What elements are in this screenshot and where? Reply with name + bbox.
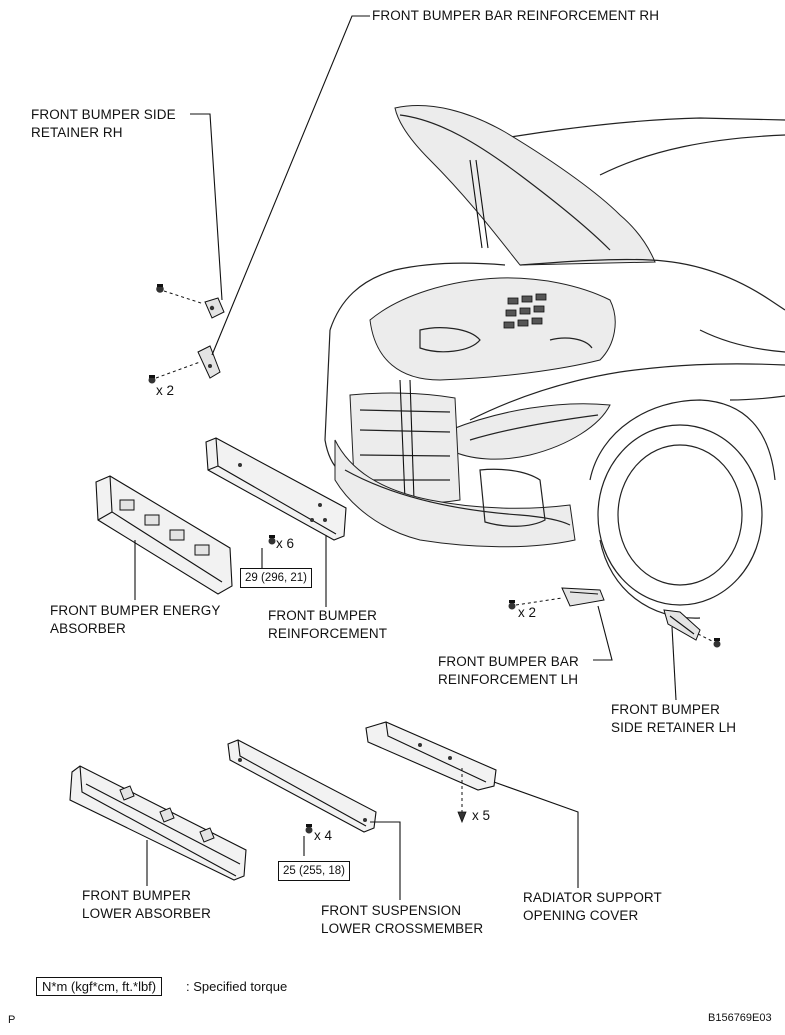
label-energy-absorber-line2: ABSORBER xyxy=(50,621,126,636)
lower-crossmember-part xyxy=(227,739,377,833)
page-marker: P xyxy=(8,1014,16,1026)
side-retainer-lh-part xyxy=(663,609,701,641)
bar-reinforcement-lh-part xyxy=(561,587,605,607)
quantity-reinforcement-bolts: x 6 xyxy=(276,536,295,551)
front-bumper-reinforcement-part xyxy=(205,437,347,541)
bolt-icon xyxy=(713,638,721,648)
label-crossmember-line2: LOWER CROSSMEMBER xyxy=(321,921,484,936)
label-side-retainer-lh-line1: FRONT BUMPER xyxy=(611,702,720,717)
label-reinforcement-line1: FRONT BUMPER xyxy=(268,608,377,623)
label-radiator-cover-line1: RADIATOR SUPPORT xyxy=(523,890,662,905)
bar-reinforcement-rh-part xyxy=(197,345,221,379)
label-side-retainer-rh-line2: RETAINER RH xyxy=(31,125,123,140)
bolt-icon xyxy=(305,824,313,834)
radiator-cover-part xyxy=(365,721,497,791)
torque-reinforcement: 29 (296, 21) xyxy=(240,568,313,588)
bolt-icon xyxy=(508,600,516,610)
label-bar-reinforcement-lh-line2: REINFORCEMENT LH xyxy=(438,672,579,687)
label-reinforcement-line2: REINFORCEMENT xyxy=(268,626,388,641)
label-radiator-cover-line2: OPENING COVER xyxy=(523,908,639,923)
label-bar-reinforcement-lh-line1: FRONT BUMPER BAR xyxy=(438,654,579,669)
lower-absorber-part xyxy=(69,765,247,881)
energy-absorber-part xyxy=(95,475,233,595)
label-lower-absorber-line2: LOWER ABSORBER xyxy=(82,906,211,921)
label-lower-absorber-line1: FRONT BUMPER xyxy=(82,888,191,903)
vehicle-front-illustration xyxy=(324,105,785,619)
legend-torque-units: N*m (kgf*cm, ft.*lbf) xyxy=(36,977,163,996)
torque-crossmember: 25 (255, 18) xyxy=(278,861,351,881)
bolt-icon xyxy=(156,284,164,293)
quantity-lh-bolts: x 2 xyxy=(518,605,537,620)
quantity-rh-bolts: x 2 xyxy=(156,383,175,398)
label-side-retainer-rh-line1: FRONT BUMPER SIDE xyxy=(31,107,176,122)
label-energy-absorber-line1: FRONT BUMPER ENERGY xyxy=(50,603,221,618)
label-crossmember-line1: FRONT SUSPENSION xyxy=(321,903,462,918)
leader-lines xyxy=(134,15,677,900)
label-side-retainer-lh-line2: SIDE RETAINER LH xyxy=(611,720,737,735)
quantity-crossmember-bolts: x 4 xyxy=(314,828,333,843)
legend-description: : Specified torque xyxy=(186,979,288,994)
clip-icon xyxy=(457,811,467,824)
side-retainer-rh-part xyxy=(204,297,225,319)
bolt-icon xyxy=(148,375,156,384)
figure-id: B156769E03 xyxy=(708,1012,772,1024)
quantity-cover-clips: x 5 xyxy=(472,808,491,823)
label-bar-reinforcement-rh: FRONT BUMPER BAR REINFORCEMENT RH xyxy=(372,8,660,23)
bolt-icon xyxy=(268,535,276,545)
